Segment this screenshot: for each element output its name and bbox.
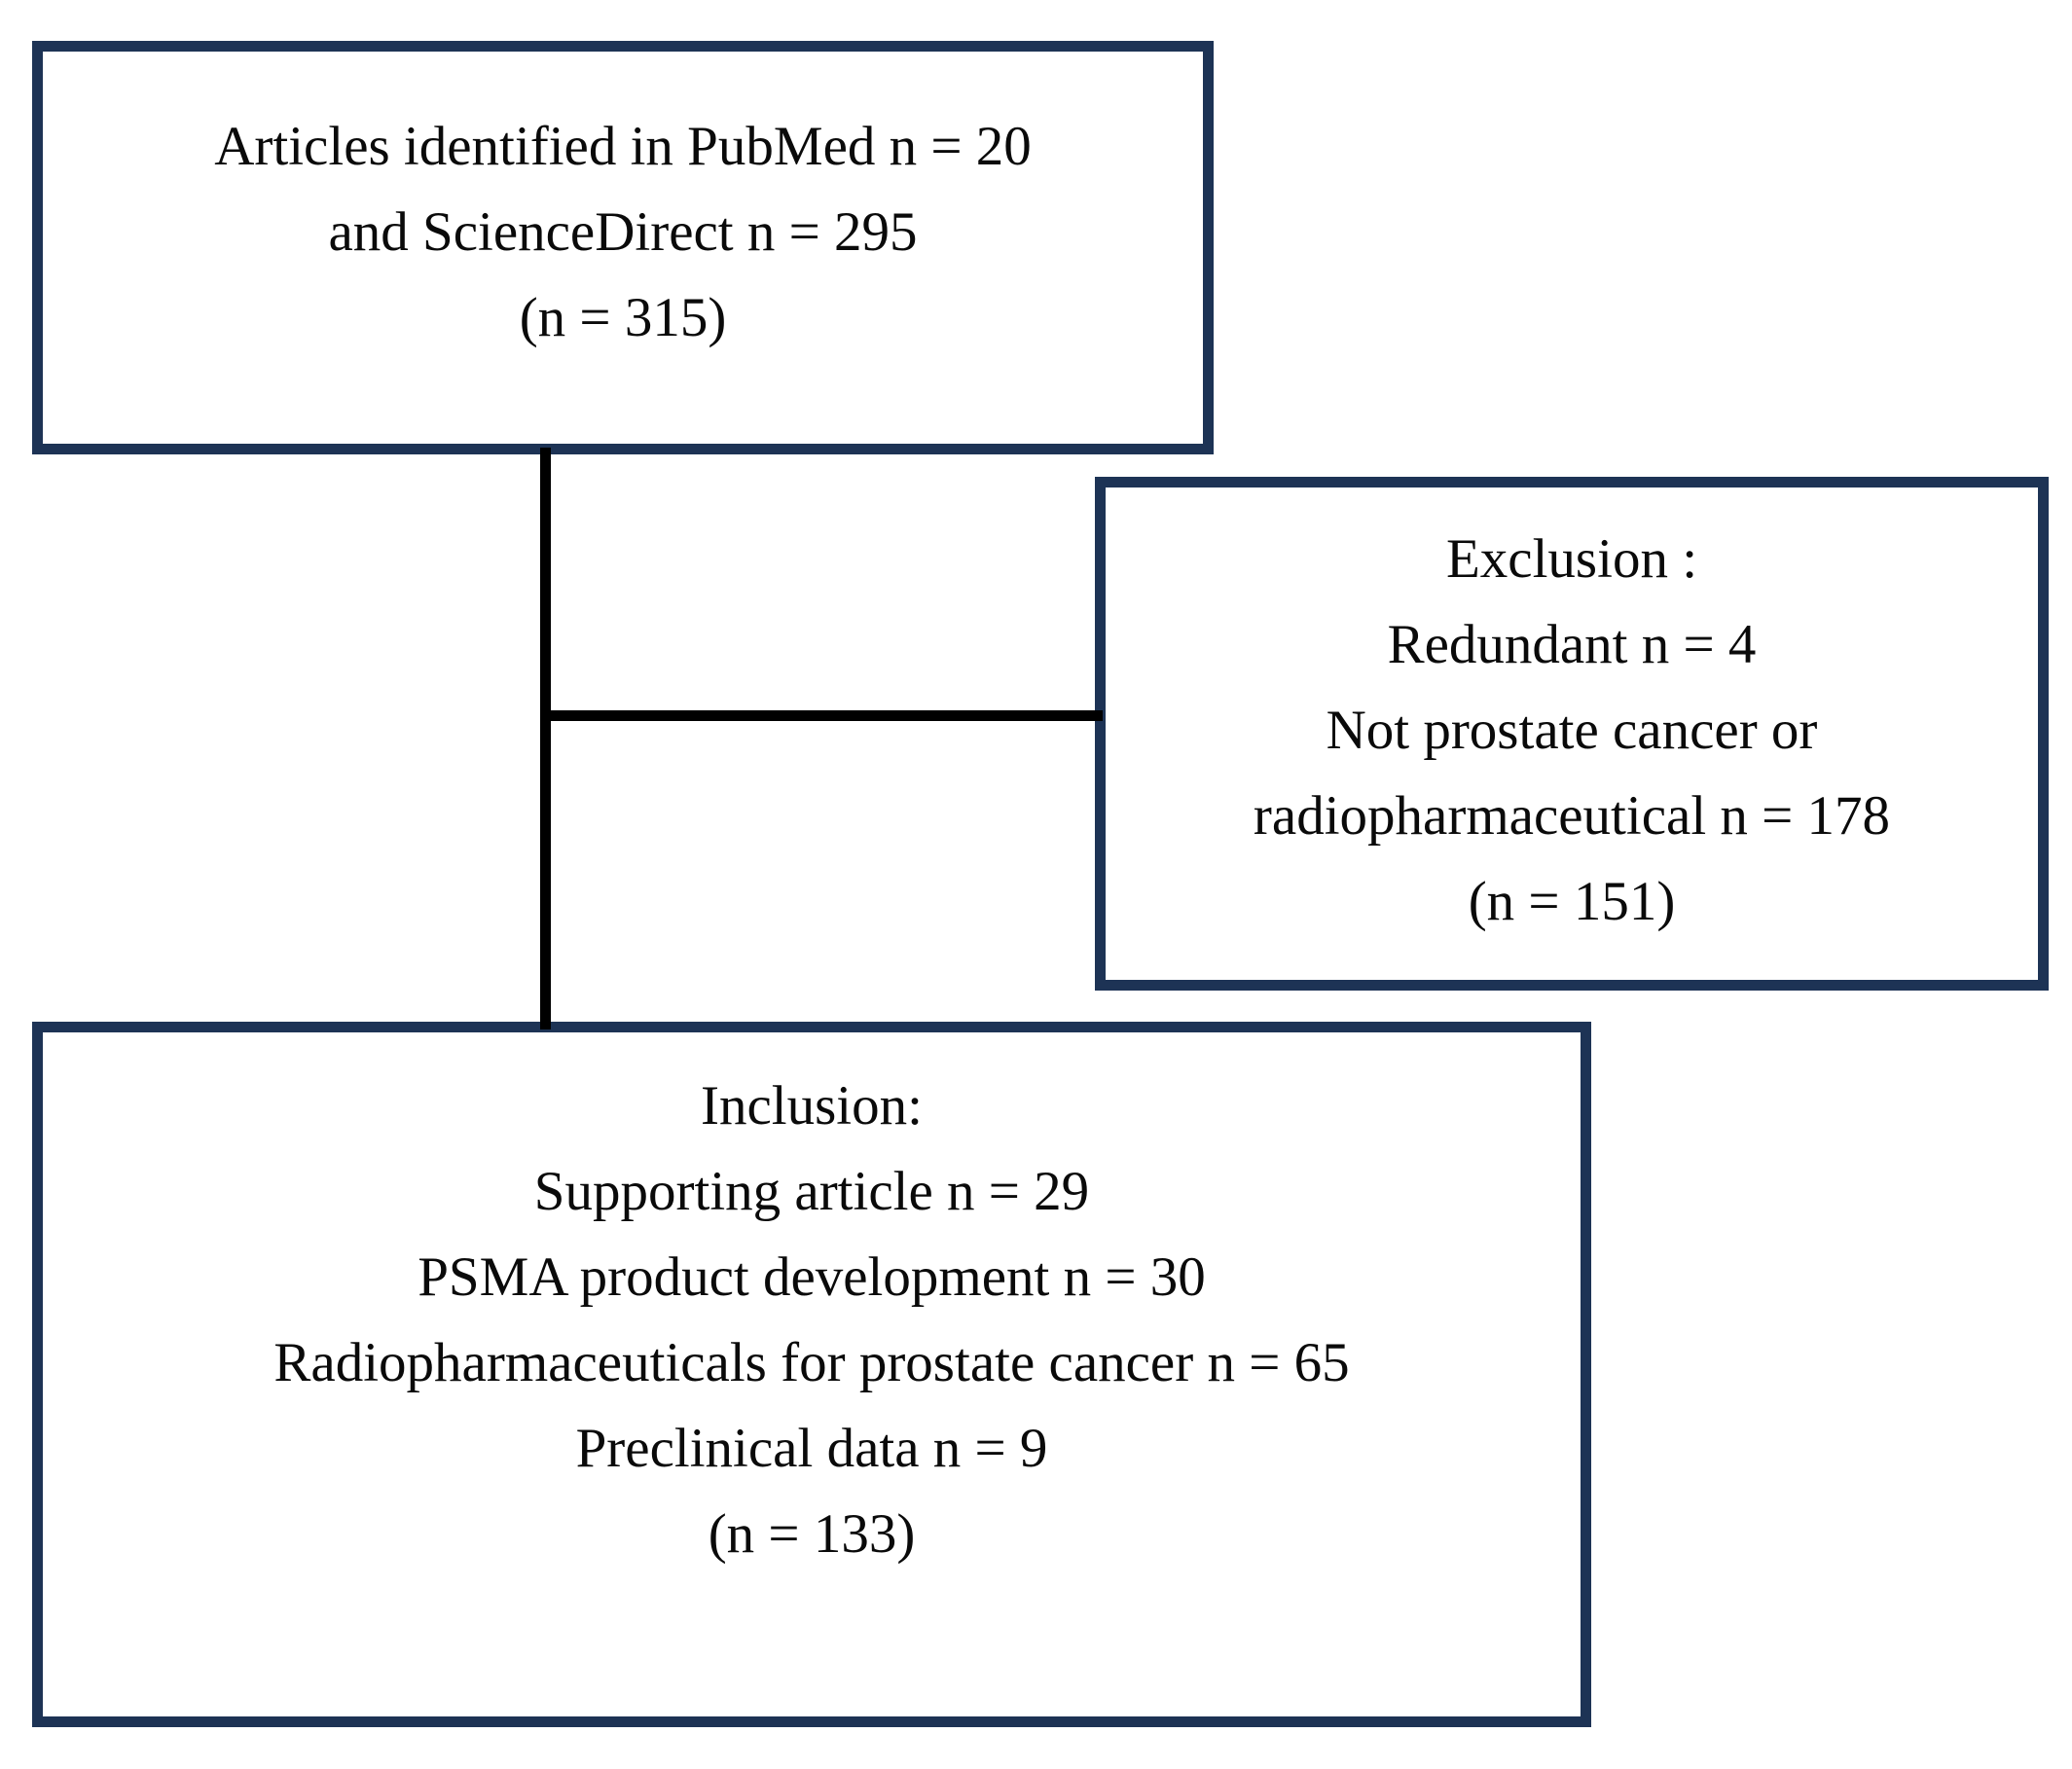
records-excluded-text: Exclusion : Redundant n = 4 Not prostate… — [1106, 517, 2038, 945]
records-identified-line-2: and ScienceDirect n = 295 — [328, 201, 918, 263]
records-identified-text: Articles identified in PubMed n = 20 and… — [43, 104, 1203, 361]
records-included-text: Inclusion: Supporting article n = 29 PSM… — [43, 1064, 1581, 1577]
connector-identified-to-exclusion — [540, 710, 1103, 721]
records-identified-line-1: Articles identified in PubMed n = 20 — [214, 116, 1032, 177]
records-included-line-6: (n = 133) — [708, 1503, 916, 1565]
records-included-line-4: Radiopharmaceuticals for prostate cancer… — [273, 1332, 1350, 1393]
records-included-line-3: PSMA product development n = 30 — [418, 1246, 1206, 1308]
records-excluded-line-4: radiopharmaceutical n = 178 — [1253, 785, 1891, 847]
records-excluded-line-5: (n = 151) — [1468, 871, 1676, 932]
records-excluded-line-1: Exclusion : — [1445, 528, 1698, 590]
records-identified-box: Articles identified in PubMed n = 20 and… — [32, 41, 1214, 454]
records-included-box: Inclusion: Supporting article n = 29 PSM… — [32, 1022, 1591, 1727]
connector-identified-to-inclusion — [540, 448, 551, 1029]
records-excluded-line-3: Not prostate cancer or — [1326, 700, 1818, 761]
records-included-line-5: Preclinical data n = 9 — [575, 1418, 1048, 1479]
records-included-line-1: Inclusion: — [701, 1075, 923, 1137]
records-identified-line-3: (n = 315) — [519, 287, 727, 348]
records-excluded-line-2: Redundant n = 4 — [1387, 614, 1757, 675]
records-excluded-box: Exclusion : Redundant n = 4 Not prostate… — [1095, 477, 2049, 991]
records-included-line-2: Supporting article n = 29 — [533, 1161, 1090, 1222]
